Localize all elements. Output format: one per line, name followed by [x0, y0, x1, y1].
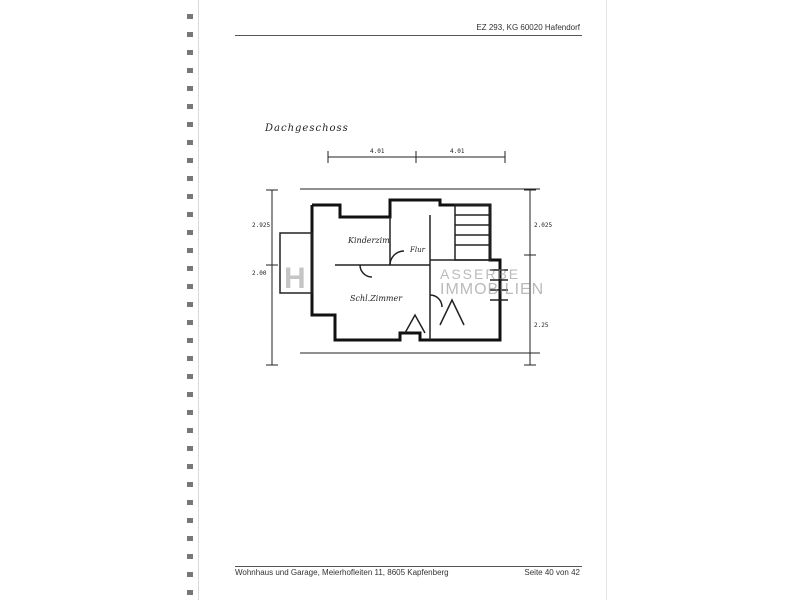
footer-rule	[235, 566, 582, 567]
room-label-schlafzimmer: Schl.Zimmer	[350, 294, 403, 303]
watermark-logo: H	[284, 262, 306, 295]
room-label-kinderzimmer: Kinderzim	[348, 236, 390, 245]
room-label-flur: Flur	[410, 246, 425, 254]
page-right-edge	[606, 0, 607, 600]
binding-rings	[187, 14, 193, 595]
plan-title: Dachgeschoss	[265, 123, 349, 134]
dimension-left-upper: 2.925	[252, 222, 271, 229]
dimension-right-upper: 2.025	[534, 222, 553, 229]
watermark-line2: IMMOBILIEN	[440, 281, 545, 298]
dimension-right-lower: 2.25	[534, 322, 549, 329]
footer-address: Wohnhaus und Garage, Meierhofleiten 11, …	[235, 568, 449, 577]
watermark-line1: ASSERBE	[440, 266, 521, 282]
page-left-edge	[198, 0, 199, 600]
dimension-left-lower: 2.00	[252, 270, 267, 277]
header-reference: EZ 293, KG 60020 Hafendorf	[476, 23, 580, 32]
dimension-top-left: 4.01	[370, 148, 385, 155]
spiral-binding	[183, 0, 197, 600]
dimension-top-right: 4.01	[450, 148, 465, 155]
floor-plan-drawing	[266, 151, 540, 366]
footer-page-number: Seite 40 von 42	[524, 568, 580, 577]
header-rule	[235, 35, 582, 36]
